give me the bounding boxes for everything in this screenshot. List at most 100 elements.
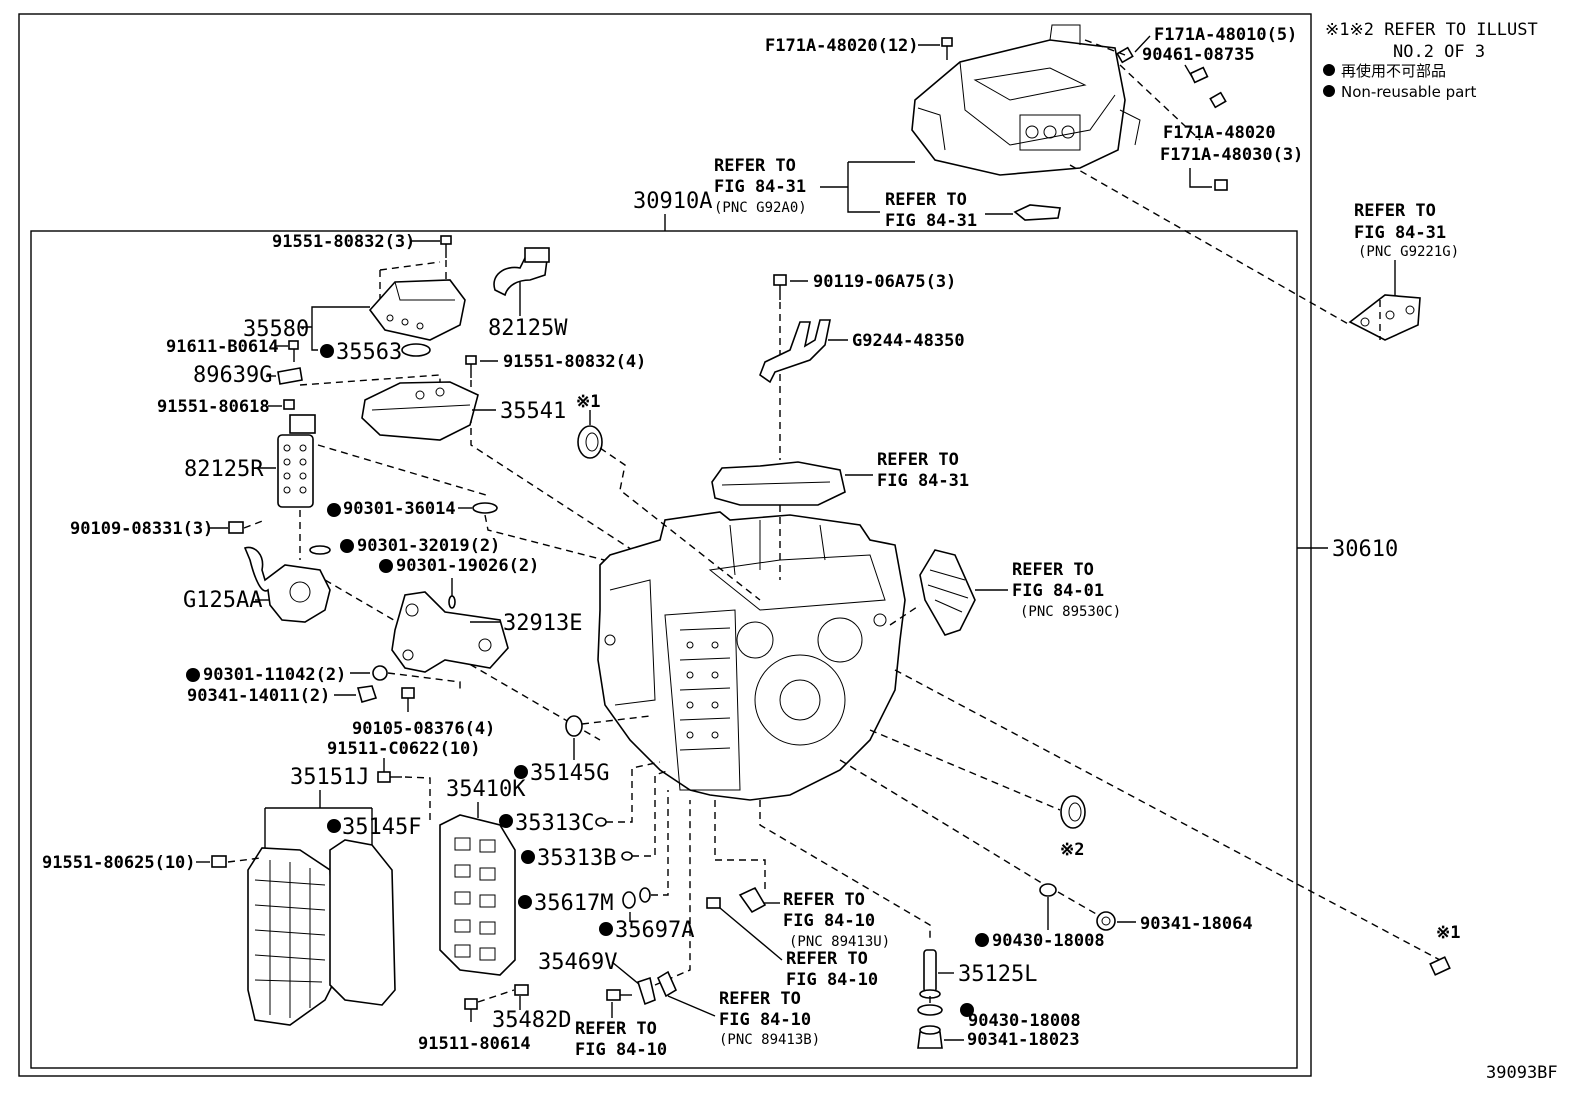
part-32913e: 32913E — [503, 611, 582, 636]
inner-frame — [30, 230, 1298, 1069]
tube-illustration — [493, 247, 550, 297]
part-35125l: 35125L — [958, 962, 1037, 987]
part-f171a-48010-5: F171A-48010(5) — [1154, 25, 1297, 45]
part-91551-80618: 91551-80618 — [157, 397, 270, 417]
assembly-label-outer: 30610 — [1332, 537, 1398, 562]
part-90341-18064: 90341-18064 — [1140, 914, 1253, 934]
legend-dot-icon — [1323, 64, 1335, 76]
legend-japanese: 再使用不可部品 — [1341, 62, 1446, 80]
gasket-ring-illustration — [1039, 883, 1057, 897]
header-note-line1: ※1※2 REFER TO ILLUST — [1325, 20, 1538, 40]
part-91551-80832-4: 91551-80832(4) — [503, 352, 646, 372]
part-91611-b0614: 91611-B0614 — [166, 337, 279, 357]
part-89639g: 89639G — [193, 363, 272, 388]
part-90430-18008-b: 90430-18008 — [968, 1011, 1081, 1031]
bolt-icon — [514, 984, 529, 996]
oil-pan-upper-illustration — [361, 381, 479, 441]
non-reusable-dot-icon — [186, 668, 200, 682]
marker-1: ※1 — [576, 392, 600, 412]
bracket-g9244-illustration — [759, 319, 831, 384]
gasket-illustration — [711, 461, 846, 506]
bolt-icon — [401, 687, 415, 712]
refer-note-r1: (PNC G92A0) — [714, 200, 807, 216]
non-reusable-dot-icon — [514, 765, 528, 779]
bolt-icon — [606, 989, 632, 1001]
refer-note-r5: REFER TO — [1012, 560, 1094, 580]
assembly-label-inner: 30910A — [633, 189, 712, 214]
bolt-icon — [1209, 91, 1227, 109]
part-35145f: 35145F — [342, 815, 421, 840]
part-f171a-48020-12: F171A-48020(12) — [765, 36, 919, 56]
refer-note-r3: FIG 84-31 — [1354, 223, 1446, 243]
bolt-icon — [288, 340, 299, 362]
non-reusable-dot-icon — [327, 503, 341, 517]
part-90109-08331-3: 90109-08331(3) — [70, 519, 213, 539]
part-90301-19026-2: 90301-19026(2) — [396, 556, 539, 576]
part-f171a-48020: F171A-48020 — [1163, 123, 1276, 143]
oil-cooler-pipe-illustration — [243, 546, 331, 623]
part-35313c: 35313C — [515, 811, 594, 836]
part-35469v: 35469V — [538, 950, 617, 975]
part-35541: 35541 — [500, 399, 566, 424]
sensor-module-illustration — [919, 549, 976, 636]
bolt-icon — [228, 521, 244, 534]
refer-note-r5: FIG 84-01 — [1012, 581, 1104, 601]
part-f171a-48030-3: F171A-48030(3) — [1160, 145, 1303, 165]
sensor-plug-illustration — [636, 976, 656, 1006]
refer-note-r4: FIG 84-31 — [877, 471, 969, 491]
refer-note-r7: REFER TO — [786, 949, 868, 969]
non-reusable-dot-icon — [960, 1003, 974, 1017]
part-35145g: 35145G — [530, 761, 609, 786]
oil-pan-illustration — [247, 847, 336, 1026]
part-35482d: 35482D — [492, 1008, 571, 1033]
bolt-icon — [465, 355, 477, 378]
part-35697a: 35697A — [615, 918, 694, 943]
non-reusable-dot-icon — [499, 814, 513, 828]
part-91511-80614: 91511-80614 — [418, 1034, 531, 1054]
part-90119-06a75-3: 90119-06A75(3) — [813, 272, 956, 292]
refer-note-r4: REFER TO — [877, 450, 959, 470]
refer-note-r1: FIG 84-31 — [714, 177, 806, 197]
bolt-icon — [377, 771, 402, 783]
wire-harness-illustration — [277, 414, 316, 508]
strainer-gasket-illustration — [329, 839, 396, 1006]
drain-plug-illustration — [1096, 911, 1116, 931]
part-82125w: 82125W — [488, 316, 568, 341]
refer-note-r2: FIG 84-31 — [885, 211, 977, 231]
refer-note-r2: REFER TO — [885, 190, 967, 210]
part-82125r: 82125R — [184, 457, 264, 482]
bolt-icon — [440, 235, 452, 258]
refer-note-r6: REFER TO — [783, 890, 865, 910]
oil-seal-illustration — [1060, 795, 1086, 829]
non-reusable-dot-icon — [320, 344, 334, 358]
bolt-icon — [773, 274, 787, 300]
part-35151j: 35151J — [290, 765, 369, 790]
outer-frame — [18, 13, 1312, 1077]
refer-note-r5: (PNC 89530C) — [1020, 604, 1121, 620]
bolt-icon — [1214, 179, 1228, 191]
marker-1: ※1 — [1436, 923, 1460, 943]
bracket-32913e-illustration — [391, 591, 509, 673]
header-note-line2: NO.2 OF 3 — [1393, 42, 1485, 62]
non-reusable-dot-icon — [340, 539, 354, 553]
legend-dot-icon — [1323, 85, 1335, 97]
non-reusable-dot-icon — [521, 850, 535, 864]
oil-seal-illustration — [577, 425, 603, 459]
part-90461-08735: 90461-08735 — [1142, 45, 1255, 65]
refer-note-r9: REFER TO — [575, 1019, 657, 1039]
refer-note-r6: (PNC 89413U) — [789, 934, 890, 950]
part-90301-36014: 90301-36014 — [343, 499, 456, 519]
part-g125aa: G125AA — [183, 588, 262, 613]
marker-2: ※2 — [1060, 840, 1084, 860]
legend-english: Non-reusable part — [1341, 83, 1476, 101]
illustration-code: 39093BF — [1486, 1063, 1558, 1083]
part-90301-32019-2: 90301-32019(2) — [357, 536, 500, 556]
pin-illustration — [919, 949, 941, 999]
part-91511-c0622-10: 91511-C0622(10) — [327, 739, 481, 759]
oil-pump-cover-illustration — [368, 279, 466, 341]
transaxle-case-illustration — [597, 511, 906, 801]
o-ring-illustration — [401, 343, 431, 357]
inverter-assembly-illustration — [911, 24, 1141, 176]
non-reusable-dot-icon — [599, 922, 613, 936]
